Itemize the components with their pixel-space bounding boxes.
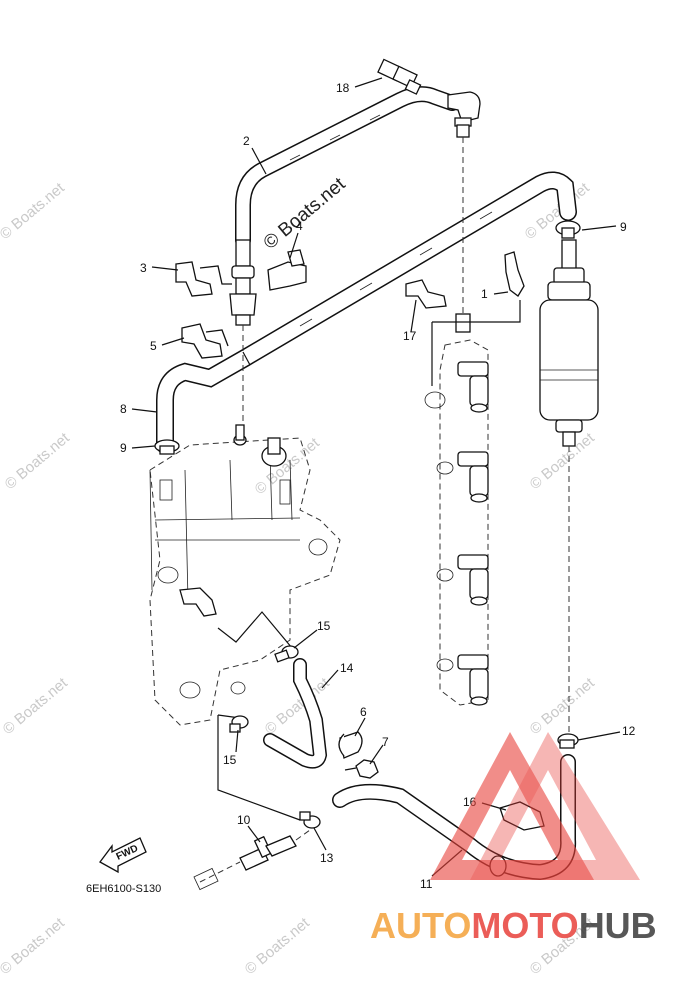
fuel-filter <box>539 239 599 735</box>
callout-15-upper: 15 <box>317 619 331 633</box>
callout-8: 8 <box>120 402 127 416</box>
callout-13: 13 <box>320 851 334 865</box>
clip-1 <box>504 251 525 297</box>
fuel-injector <box>457 554 489 606</box>
hose-14 <box>263 658 328 769</box>
watermark-text: © Boats.net <box>242 914 314 978</box>
callout-3: 3 <box>140 261 147 275</box>
leader-line <box>431 300 521 386</box>
fuel-rail <box>424 137 489 706</box>
callout-10: 10 <box>237 813 251 827</box>
logo-text-moto: MOTO <box>471 905 578 946</box>
logo-text-hub: HUB <box>579 905 657 946</box>
callout-14: 14 <box>340 661 354 675</box>
callout-11: 11 <box>420 877 433 891</box>
bolt-7 <box>344 759 379 779</box>
clamp-13 <box>299 811 321 829</box>
watermark-text: © Boats.net <box>0 179 68 243</box>
clamp-15-upper <box>274 645 299 663</box>
leader-line <box>217 611 293 649</box>
callout-2: 2 <box>243 134 250 148</box>
callout-leaders <box>131 77 621 877</box>
callout-9-upper: 9 <box>620 220 627 234</box>
hose-8 <box>156 171 577 454</box>
vapor-separator <box>149 424 341 726</box>
automotohub-logo: AUTOMOTOHUB <box>370 732 657 946</box>
leader-line <box>217 715 301 821</box>
callout-17: 17 <box>403 329 417 343</box>
callout-7: 7 <box>382 735 389 749</box>
clip-17 <box>405 279 447 309</box>
callout-1: 1 <box>481 287 488 301</box>
watermark-text: © Boats.net <box>252 434 324 498</box>
clamp-12 <box>557 733 579 749</box>
callout-15-lower: 15 <box>223 753 237 767</box>
diagram-code: 6EH6100-S130 <box>86 883 161 895</box>
fwd-arrow-icon: FWD <box>99 837 147 874</box>
clip-5 <box>181 323 229 359</box>
logo-text-auto: AUTO <box>370 905 471 946</box>
fuel-injector <box>457 451 489 503</box>
logo-triangle-icon <box>470 732 640 880</box>
clamp-9-upper <box>555 220 581 239</box>
svg-text:AUTOMOTOHUB: AUTOMOTOHUB <box>370 905 657 946</box>
hose-2 <box>235 86 460 248</box>
clamp-15-lower <box>229 715 249 733</box>
fuel-injector <box>457 654 489 706</box>
logo-triangle-icon <box>430 732 594 880</box>
clip-4 <box>267 249 307 291</box>
bracket-6 <box>338 731 363 759</box>
watermark-text: © Boats.net <box>527 674 599 738</box>
callout-6: 6 <box>360 705 367 719</box>
watermark-group: © Boats.net © Boats.net © Boats.net © Bo… <box>0 173 598 978</box>
clamp-9-lower <box>154 439 180 455</box>
callout-4: 4 <box>296 219 303 233</box>
clip-3 <box>175 261 232 297</box>
watermark-text: © Boats.net <box>2 429 74 493</box>
callout-12: 12 <box>622 724 636 738</box>
fuel-injector <box>457 361 489 413</box>
callout-9-lower: 9 <box>120 441 127 455</box>
callout-5: 5 <box>150 339 157 353</box>
callout-18: 18 <box>336 81 350 95</box>
callout-labels: 18 2 3 4 5 8 9 9 1 17 15 14 6 7 15 12 16… <box>120 81 636 891</box>
watermark-text: © Boats.net <box>0 914 68 978</box>
watermark-text: © Boats.net <box>0 674 71 738</box>
joint-10 <box>193 829 311 891</box>
elbow-joint <box>447 91 481 138</box>
watermark-main-text: © Boats.net <box>260 173 350 254</box>
clip-18 <box>377 58 422 95</box>
hose-connector <box>229 239 257 440</box>
